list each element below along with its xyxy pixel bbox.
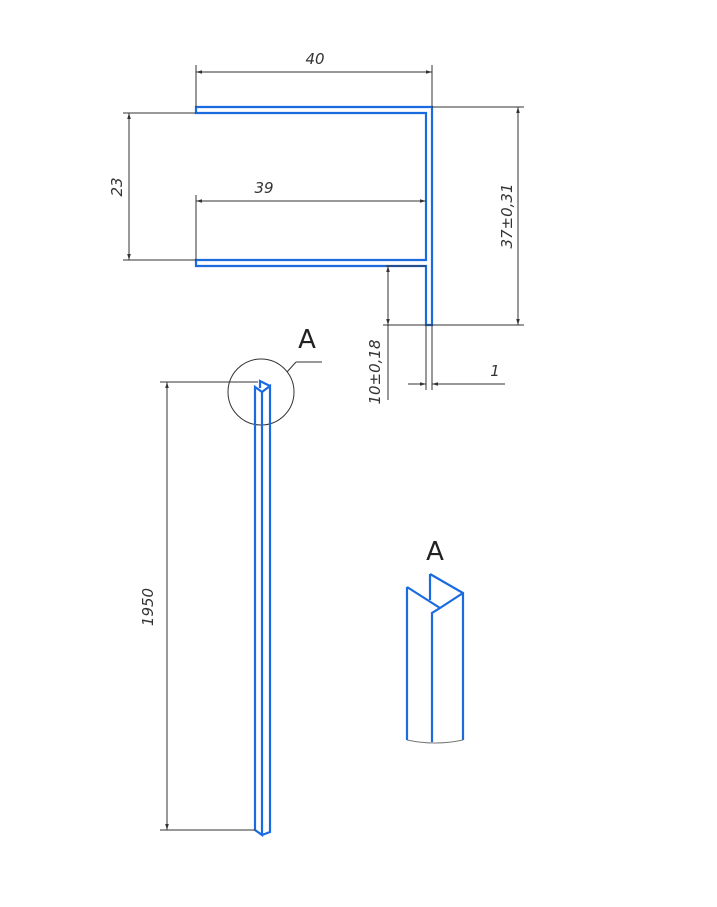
dimension-thickness: 1 [408,325,505,390]
dimension-label-1950: 1950 [139,588,157,626]
detail-view: A [405,537,465,744]
detail-callout-label: A [298,325,316,355]
dimension-label-10: 10±0,18 [366,339,384,404]
dimension-height-total: 37±0,31 [383,106,524,326]
dimension-width-inner: 39 [195,179,426,260]
dimension-label-39: 39 [254,179,273,197]
dimension-label-37: 37±0,31 [498,183,516,248]
dimension-width-outer: 40 [195,50,433,107]
dimension-label-1: 1 [490,362,500,380]
dimension-label-23: 23 [108,177,126,196]
profile-side-view [253,379,272,838]
dimension-flange-gap: 23 [108,112,196,261]
detail-callout: A [227,325,322,426]
dimension-length: 1950 [139,381,258,831]
dimension-label-40: 40 [305,50,324,68]
dimension-lip-height: 10±0,18 [366,265,426,405]
profile-section [194,105,434,327]
detail-view-label: A [426,537,444,567]
